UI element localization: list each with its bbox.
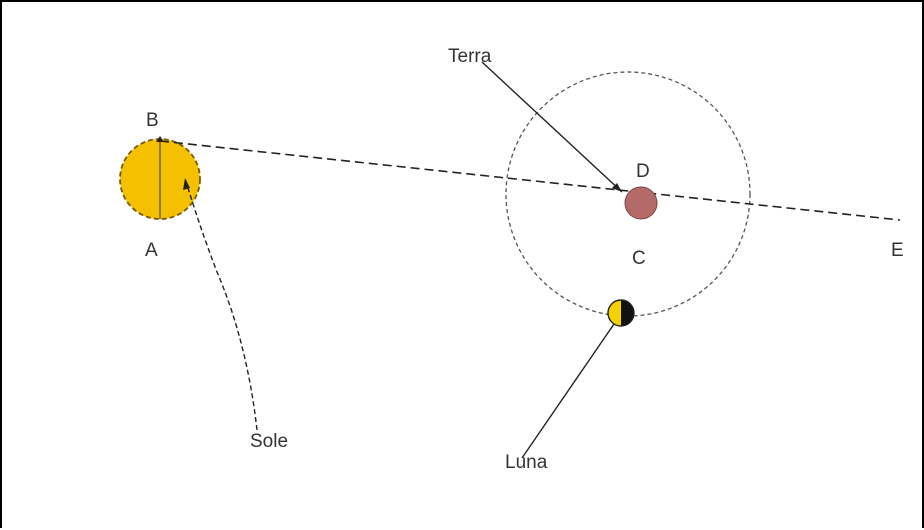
label-sole: Sole	[250, 431, 288, 452]
moon	[607, 299, 635, 327]
label-luna: Luna	[505, 452, 548, 473]
label-point-a: A	[145, 240, 158, 261]
point-b-marker	[156, 136, 164, 142]
label-terra: Terra	[448, 46, 492, 67]
label-point-e: E	[891, 240, 904, 261]
label-point-d: D	[636, 161, 650, 182]
terra-arrowhead	[612, 183, 622, 192]
label-point-b: B	[146, 110, 159, 131]
earth	[624, 186, 658, 220]
line-b-e	[159, 140, 901, 221]
luna-pointer	[521, 323, 615, 459]
sole-arrowhead	[183, 178, 190, 190]
label-point-c: C	[632, 248, 646, 269]
terra-pointer	[481, 61, 623, 193]
sole-pointer	[184, 177, 258, 431]
